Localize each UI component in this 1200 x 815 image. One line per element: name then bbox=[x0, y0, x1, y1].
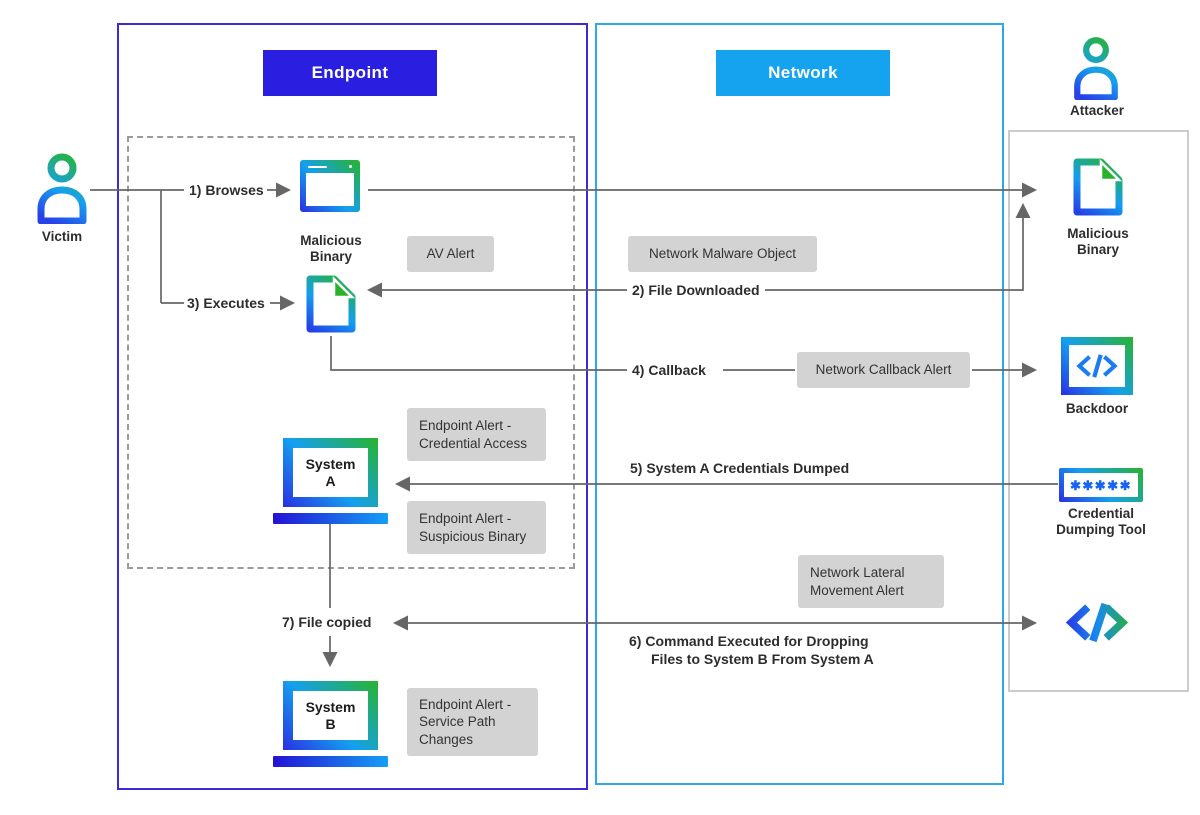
step-label-6-command-line2: Files to System B From System A bbox=[648, 651, 877, 667]
system-a: System A bbox=[273, 438, 388, 528]
browser-dot bbox=[349, 165, 352, 168]
system-a-screen: System A bbox=[283, 438, 378, 507]
credential-dumping-icon: ✱✱✱✱✱ bbox=[1059, 468, 1143, 502]
alert-box-network-malware-object: Network Malware Object bbox=[628, 236, 817, 272]
network-header: Network bbox=[716, 50, 890, 96]
backdoor-code-glyph bbox=[1069, 345, 1125, 387]
step-label-5-credentials-dumped: 5) System A Credentials Dumped bbox=[627, 460, 853, 476]
step-label-4-callback: 4) Callback bbox=[629, 362, 709, 378]
endpoint-header-label: Endpoint bbox=[311, 63, 389, 82]
network-region bbox=[595, 23, 1004, 785]
credential-dumping-label: Credential Dumping Tool bbox=[1056, 506, 1146, 538]
alert-box-endpoint-service-path: Endpoint Alert - Service Path Changes bbox=[407, 688, 538, 756]
alert-box-endpoint-credential-access: Endpoint Alert - Credential Access bbox=[407, 408, 546, 461]
victim-label: Victim bbox=[41, 229, 83, 244]
browser-icon bbox=[300, 160, 360, 212]
browser-addressbar-line bbox=[308, 166, 327, 168]
alert-box-network-callback: Network Callback Alert bbox=[797, 352, 970, 388]
endpoint-malicious-binary-icon bbox=[306, 275, 356, 333]
attacker-tools-panel bbox=[1008, 130, 1189, 692]
system-b-base bbox=[273, 756, 388, 767]
endpoint-malicious-binary-label: Malicious Binary bbox=[300, 233, 362, 265]
attacker-label: Attacker bbox=[1069, 103, 1125, 118]
endpoint-header: Endpoint bbox=[263, 50, 437, 96]
backdoor-icon bbox=[1061, 337, 1133, 395]
system-a-label: System A bbox=[293, 448, 368, 497]
system-b: System B bbox=[273, 681, 388, 771]
backdoor-label: Backdoor bbox=[1065, 401, 1129, 416]
alert-box-av: AV Alert bbox=[407, 236, 494, 272]
endpoint-region bbox=[117, 23, 588, 790]
alert-box-endpoint-suspicious-binary: Endpoint Alert - Suspicious Binary bbox=[407, 501, 546, 554]
password-stars: ✱✱✱✱✱ bbox=[1064, 473, 1138, 497]
alert-box-network-lateral-movement: Network Lateral Movement Alert bbox=[798, 555, 944, 608]
step-label-2-file-downloaded: 2) File Downloaded bbox=[629, 282, 763, 298]
attacker-malicious-binary-label: Malicious Binary bbox=[1067, 226, 1129, 258]
compromised-scope-dashed-region bbox=[127, 136, 575, 569]
step-label-1-browses: 1) Browses bbox=[186, 182, 267, 198]
system-a-base bbox=[273, 513, 388, 524]
system-b-label: System B bbox=[293, 691, 368, 740]
network-header-label: Network bbox=[768, 63, 838, 82]
attacker-icon bbox=[1074, 37, 1118, 100]
attacker-malicious-binary-icon bbox=[1073, 158, 1123, 216]
step-label-7-file-copied: 7) File copied bbox=[279, 614, 375, 630]
remote-code-icon bbox=[1065, 602, 1129, 643]
victim-icon bbox=[37, 153, 87, 224]
step-label-6-command-line1: 6) Command Executed for Dropping bbox=[626, 633, 872, 649]
system-b-screen: System B bbox=[283, 681, 378, 750]
browser-viewport bbox=[306, 173, 354, 206]
step-label-3-executes: 3) Executes bbox=[184, 295, 268, 311]
